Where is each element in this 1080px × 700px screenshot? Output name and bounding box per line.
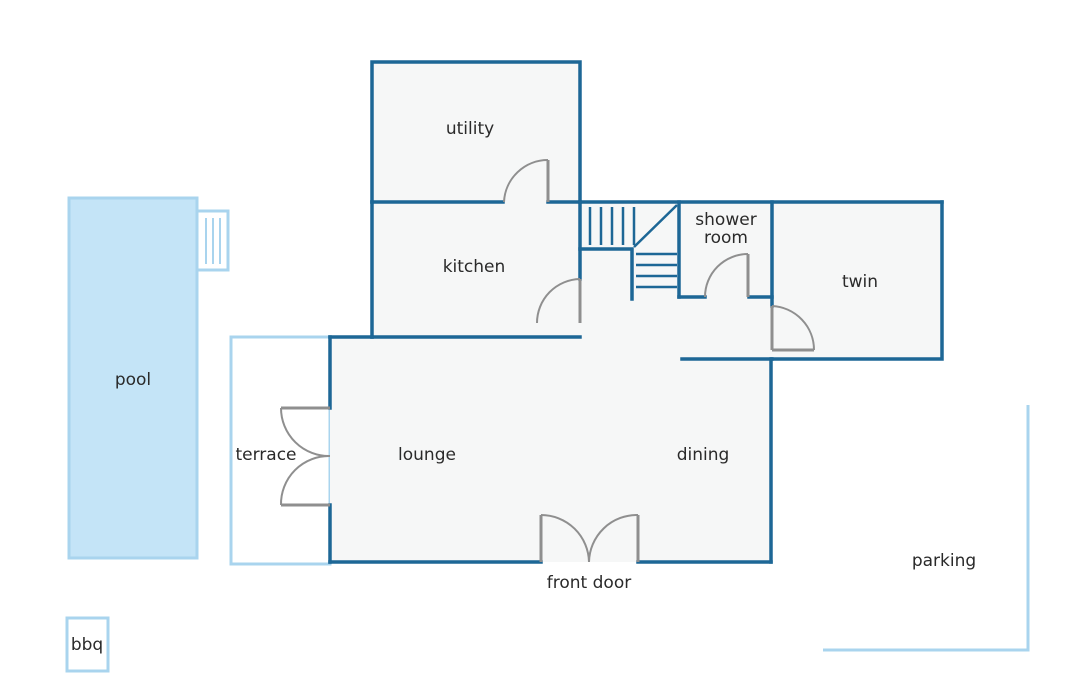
label-bbq: bbq xyxy=(71,635,103,655)
utility-wall xyxy=(370,60,582,204)
front-door xyxy=(539,513,640,563)
label-pool: pool xyxy=(115,370,151,390)
twin-wall xyxy=(770,200,944,361)
room-labels: utility kitchen shower room twin pool te… xyxy=(71,119,976,655)
label-lounge: lounge xyxy=(398,445,456,465)
utility-door xyxy=(503,158,550,203)
twin-door xyxy=(770,305,816,352)
label-twin: twin xyxy=(842,272,878,292)
utility-floor xyxy=(372,62,580,202)
twin-floor xyxy=(772,202,942,359)
label-shower-line1: shower xyxy=(695,210,756,230)
room-floors xyxy=(330,62,942,562)
shower-door xyxy=(704,253,750,298)
label-kitchen: kitchen xyxy=(443,257,506,277)
walls xyxy=(328,60,944,564)
pool-area xyxy=(67,196,230,560)
label-dining: dining xyxy=(677,445,730,465)
kitchen-door xyxy=(536,278,582,324)
label-front-door: front door xyxy=(547,573,631,593)
label-parking: parking xyxy=(912,551,976,571)
label-utility: utility xyxy=(446,119,494,139)
parking-outline xyxy=(823,405,1030,652)
label-shower-line2: room xyxy=(704,228,748,248)
bbq-outline xyxy=(65,616,110,673)
stairs-diagonal xyxy=(633,204,678,248)
staircase xyxy=(588,207,677,289)
kitchen-floor xyxy=(372,202,580,337)
stairs-wall xyxy=(578,247,634,301)
lounge-dining-floor xyxy=(330,337,771,562)
label-terrace: terrace xyxy=(235,445,296,465)
pool xyxy=(67,196,199,560)
doors xyxy=(279,158,816,563)
terrace-door xyxy=(279,406,331,507)
